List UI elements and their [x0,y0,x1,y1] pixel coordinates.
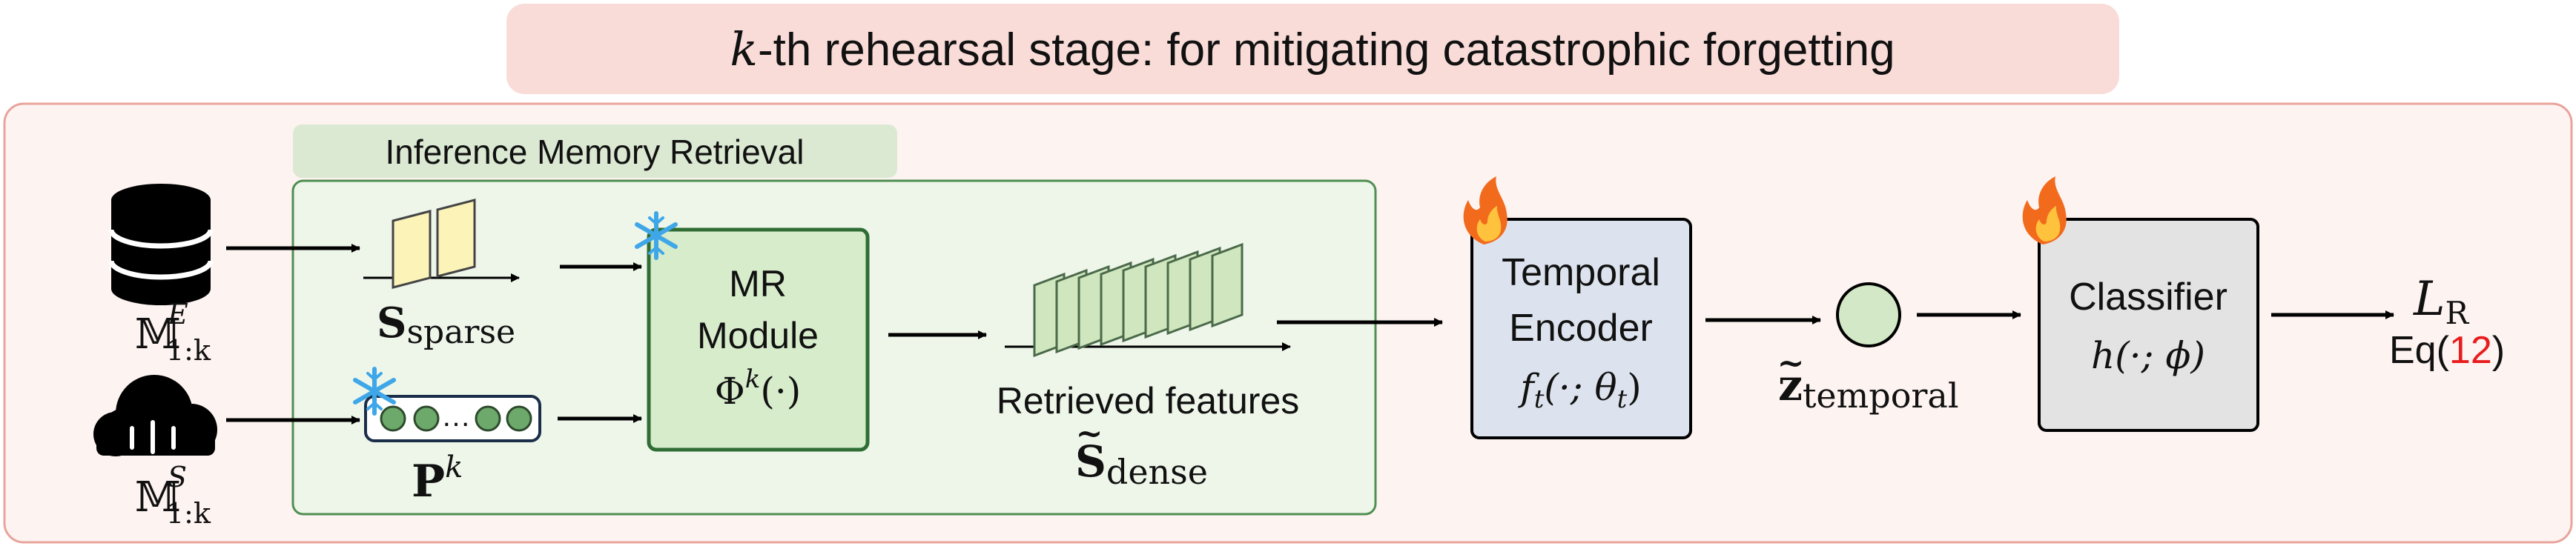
snowflake-icon-mr [635,211,678,260]
mr-module-line2: Module [697,315,819,356]
retrieval-panel-label: Inference Memory Retrieval [386,133,805,171]
prompt-vector [364,395,541,442]
cloud-icon [93,375,217,456]
semantic-memory-label: 𝕄 [135,473,181,522]
prompt-label: Pk [412,450,463,507]
dense-frames-icon [1005,242,1291,358]
retrieval-panel-tab [293,124,897,178]
temporal-encoder-line1: Temporal [1502,251,1660,294]
temporal-encoder-formula: ft(·; θt) [1517,366,1642,414]
retrieved-features-caption: Retrieved features [997,380,1300,422]
temporal-encoder-box [1470,218,1692,439]
semantic-memory-sub: 1:k [166,497,211,530]
temporal-encoder-line2: Encoder [1509,307,1653,350]
classifier-box [2038,218,2259,432]
z-temporal-node [1836,282,1901,347]
snowflake-icon-prompt [353,367,396,416]
mr-module-formula: Φk(·) [715,364,802,413]
z-temporal-tilde: ~ [1777,344,1805,382]
s-sparse-label: Ssparse [377,299,515,351]
loss-label: LR [2413,272,2470,331]
loss-eq-ref: Eq(12) [2389,329,2505,372]
title-banner [506,4,2119,94]
episodic-memory-label: 𝕄 [135,310,181,359]
sparse-frames-icon [363,199,520,289]
prompt-dots: … [441,400,471,433]
episodic-memory-sub: 1:k [166,334,211,367]
s-dense-tilde: ~ [1076,415,1103,453]
classifier-line1: Classifier [2069,276,2227,319]
flame-icon-classifier [2022,176,2067,244]
mr-module-line1: MR [729,263,787,304]
semantic-memory-sup: S [168,461,187,493]
title-k: k [730,22,758,76]
title-text: k-th rehearsal stage: for mitigating cat… [730,22,1895,76]
database-icon [108,184,214,305]
mr-module-box [647,227,870,452]
flame-icon-encoder [1463,176,1507,244]
s-dense-label: Sdense [1075,436,1208,492]
title-rest: -th rehearsal stage: for mitigating cata… [758,24,1895,76]
episodic-memory-sup: E [167,298,188,330]
loss-eq-number: 12 [2449,329,2492,372]
classifier-formula: h(·; ϕ) [2091,334,2205,377]
z-temporal-label: ztemporal [1778,360,1959,416]
